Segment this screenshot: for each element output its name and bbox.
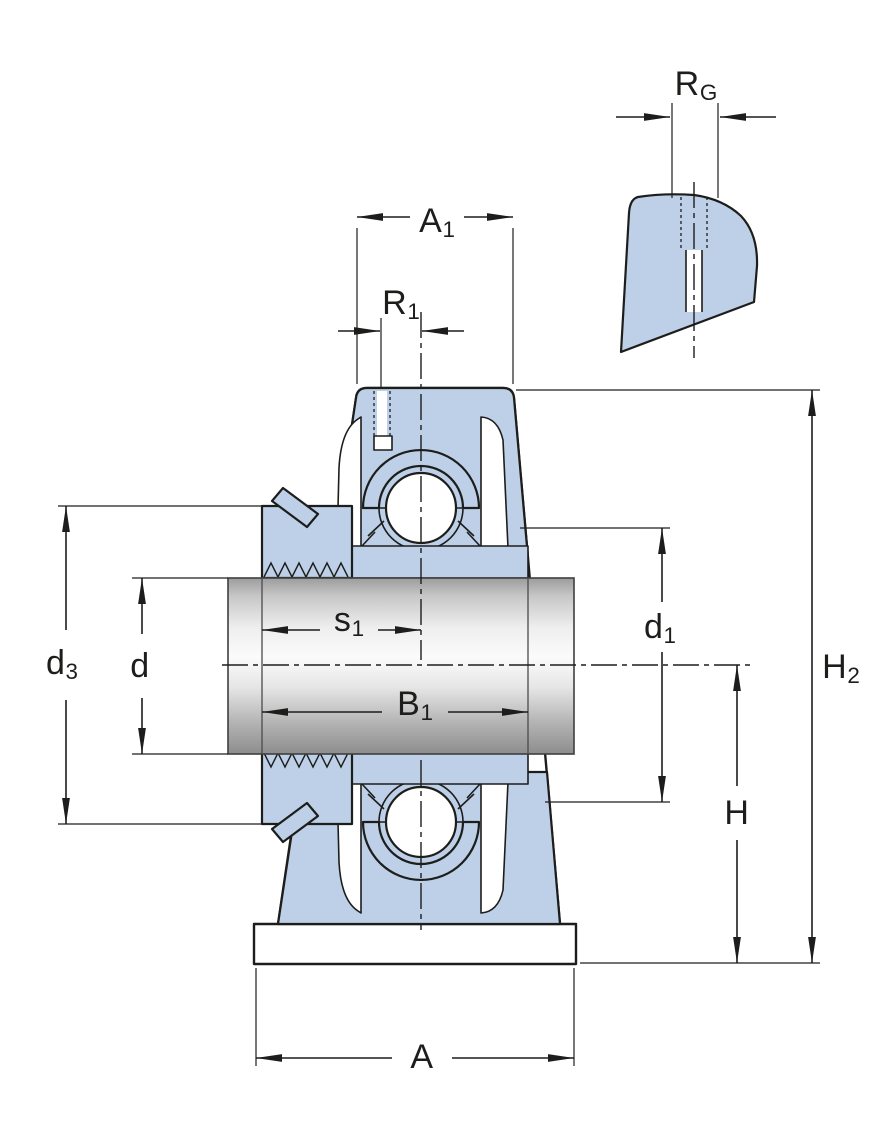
seal-line bbox=[361, 783, 376, 799]
dim-H2 bbox=[516, 389, 820, 964]
dim-label-B1: B1 bbox=[397, 685, 433, 724]
dim-label-text: R bbox=[674, 65, 700, 103]
dim-label-text: H bbox=[822, 648, 847, 686]
housing-lower-section bbox=[260, 750, 562, 926]
bearing-outer-ring-upper bbox=[361, 448, 481, 510]
dim-label-d3: d3 bbox=[45, 644, 78, 683]
dim-d1 bbox=[520, 527, 670, 803]
shaft bbox=[227, 577, 575, 755]
seal-upper bbox=[361, 520, 481, 547]
seal-line bbox=[367, 793, 385, 810]
dim-RG bbox=[616, 103, 776, 198]
dim-label-subscript: 1 bbox=[442, 217, 455, 243]
dim-label-s1: s1 bbox=[333, 601, 364, 640]
dim-label-subscript: 1 bbox=[420, 700, 433, 726]
cavity-window bbox=[480, 781, 509, 914]
dim-A1 bbox=[356, 213, 514, 384]
dim-label-text: d bbox=[643, 608, 663, 646]
dim-A bbox=[255, 968, 575, 1066]
dim-label-d: d bbox=[130, 649, 150, 683]
detail-view-grease-fitting bbox=[619, 182, 759, 358]
dim-label-d1: d1 bbox=[643, 608, 676, 647]
dim-d bbox=[132, 577, 228, 755]
dim-label-text: d bbox=[45, 644, 65, 682]
dim-label-text: s bbox=[333, 601, 351, 639]
dim-label-text: A bbox=[419, 202, 442, 240]
dim-label-H: H bbox=[724, 796, 749, 830]
seal-lower bbox=[361, 783, 481, 810]
dim-label-text: d bbox=[130, 647, 150, 685]
dim-label-H2: H2 bbox=[822, 648, 860, 687]
dim-label-subscript: 3 bbox=[65, 659, 79, 685]
centerlines bbox=[222, 312, 750, 930]
dim-label-subscript: G bbox=[699, 80, 718, 106]
collar-serration bbox=[263, 561, 349, 579]
seal-line bbox=[361, 531, 376, 547]
dimensions bbox=[58, 103, 820, 1066]
dim-R1 bbox=[338, 318, 464, 388]
grease-nipple-seat bbox=[373, 435, 393, 451]
cavity-window bbox=[480, 416, 509, 549]
dim-label-subscript: 2 bbox=[847, 663, 860, 689]
dim-label-subscript: 1 bbox=[351, 616, 365, 642]
dim-d3 bbox=[58, 505, 262, 825]
housing-upper-section bbox=[260, 386, 530, 580]
seal-line bbox=[466, 783, 481, 799]
dim-label-text: A bbox=[410, 1038, 434, 1076]
dim-label-text: H bbox=[724, 794, 749, 832]
collar-pin bbox=[270, 801, 320, 844]
seal-line bbox=[367, 520, 385, 537]
dim-label-text: B bbox=[397, 685, 420, 723]
main-view bbox=[222, 312, 750, 966]
seal-line bbox=[457, 520, 475, 537]
dim-label-subscript: 1 bbox=[407, 299, 420, 325]
grease-hole-main bbox=[373, 391, 393, 451]
bearing-outer-ring-lower bbox=[361, 820, 481, 882]
collar-pin bbox=[270, 486, 320, 529]
seal-line bbox=[457, 793, 475, 810]
seal-line bbox=[466, 531, 481, 547]
locking-collar-upper bbox=[260, 486, 354, 580]
dim-label-RG: RG bbox=[674, 65, 718, 104]
dim-label-R1: R1 bbox=[382, 284, 420, 323]
shaft-body bbox=[227, 577, 575, 755]
dim-label-subscript: 1 bbox=[663, 623, 677, 649]
dim-label-text: R bbox=[382, 284, 407, 322]
housing-base-plate bbox=[252, 922, 578, 966]
dim-label-A1: A1 bbox=[419, 202, 455, 241]
dim-label-A: A bbox=[410, 1040, 433, 1074]
grease-hole-slot bbox=[377, 391, 387, 437]
